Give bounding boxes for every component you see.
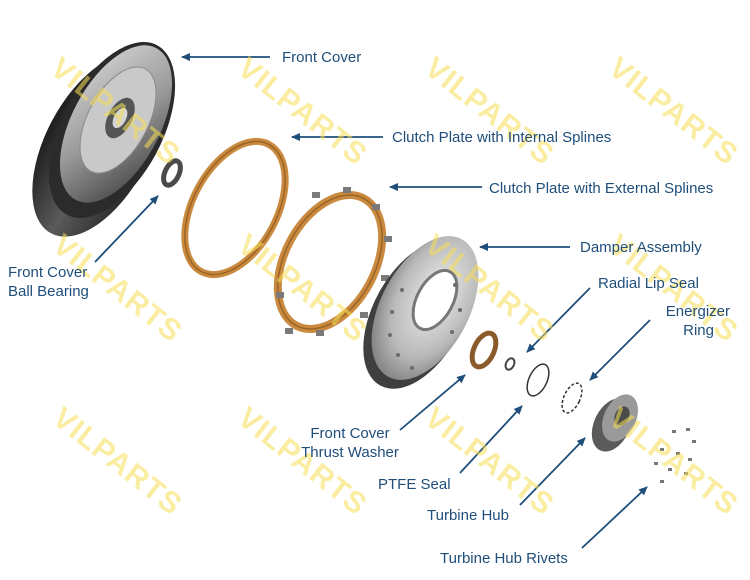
label-damper: Damper Assembly: [580, 239, 702, 256]
arrow-energizer-ring: [589, 319, 651, 381]
arrow-radial-lip-seal: [526, 287, 591, 353]
label-energizer-ring-line2: Ring: [683, 322, 714, 339]
ball-bearing-part: [161, 158, 183, 188]
label-thrust-washer: Front Cover Thrust Washer: [294, 424, 406, 462]
radial-lip-seal-part: [504, 357, 516, 371]
arrow-turbine-hub-rivets: [581, 486, 648, 549]
label-thrust-washer-line2: Thrust Washer: [301, 444, 399, 461]
leader-arrows: [94, 53, 651, 549]
thrust-washer-part: [469, 330, 499, 370]
energizer-ring-part: [561, 382, 583, 414]
clutch-plate-internal-part: [181, 137, 289, 279]
label-thrust-washer-line1: Front Cover: [310, 425, 390, 442]
label-clutch-external: Clutch Plate with External Splines: [489, 180, 714, 197]
label-ball-bearing-line2: Ball Bearing: [8, 283, 89, 300]
ptfe-seal-part: [526, 363, 550, 397]
arrow-ptfe-seal: [459, 405, 523, 474]
label-ptfe-seal: PTFE Seal: [378, 476, 451, 493]
label-energizer-ring-line1: Energizer: [665, 303, 730, 320]
label-energizer-ring: Energizer Ring: [650, 302, 730, 340]
arrow-ball-bearing: [94, 195, 159, 263]
label-ball-bearing-line1: Front Cover: [8, 264, 88, 281]
arrow-turbine-hub: [519, 437, 586, 506]
damper-assembly-part: [363, 236, 479, 389]
label-front-cover: Front Cover: [282, 49, 362, 66]
label-turbine-hub: Turbine Hub: [427, 507, 509, 524]
arrow-thrust-washer: [399, 374, 466, 431]
clutch-plate-external-part: [273, 187, 392, 336]
front-cover-part: [32, 42, 176, 237]
label-clutch-internal: Clutch Plate with Internal Splines: [392, 129, 612, 146]
turbine-hub-rivets-part: [654, 428, 696, 483]
label-radial-lip-seal: Radial Lip Seal: [598, 275, 699, 292]
turbine-hub-part: [591, 394, 638, 452]
label-ball-bearing: Front Cover Ball Bearing: [8, 263, 89, 301]
label-turbine-hub-rivets: Turbine Hub Rivets: [440, 550, 568, 567]
